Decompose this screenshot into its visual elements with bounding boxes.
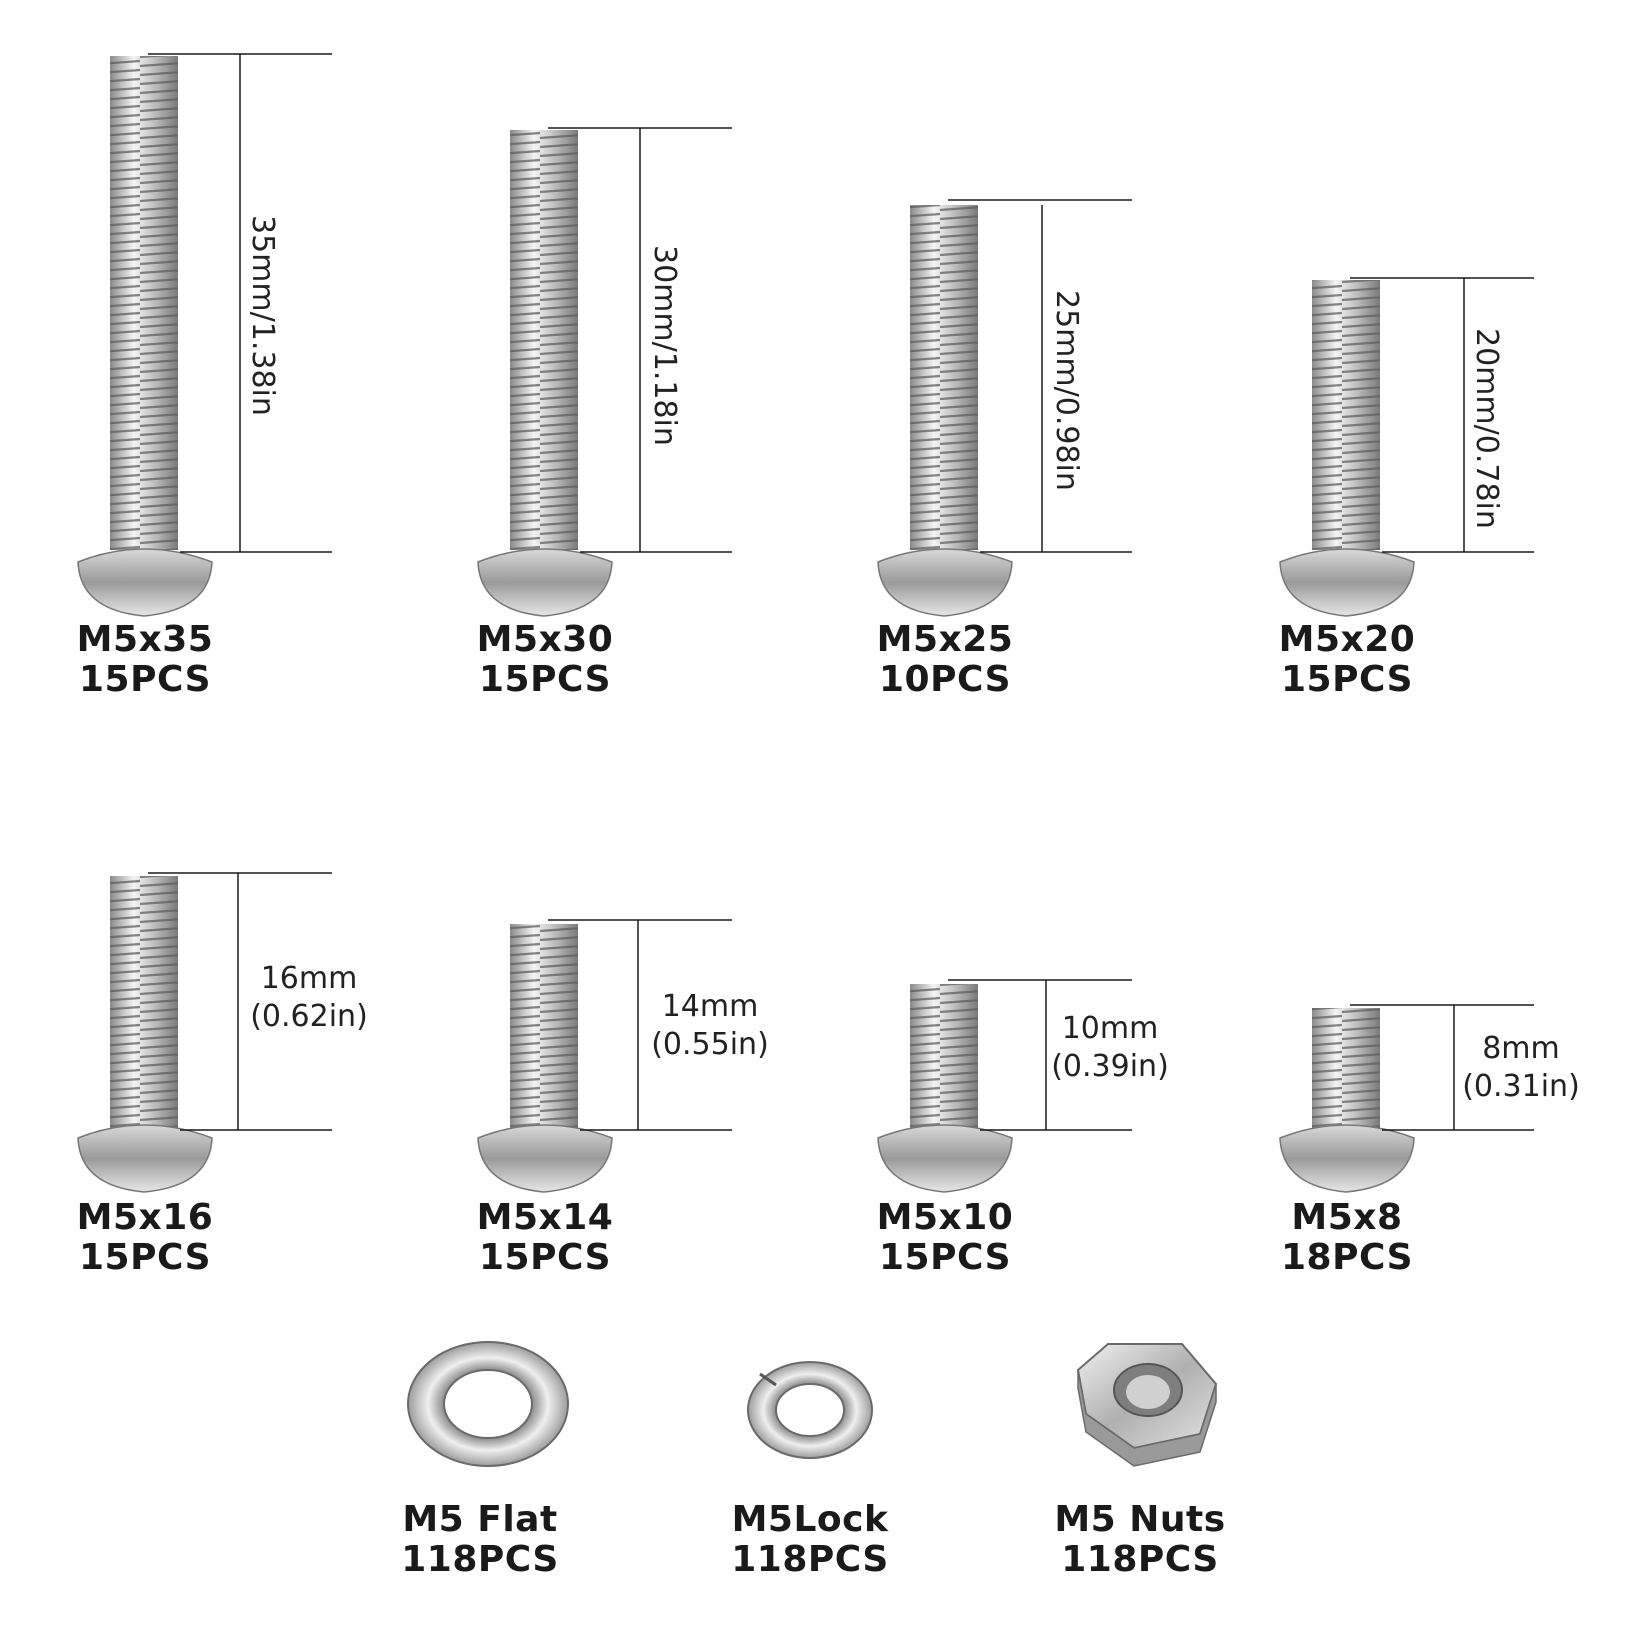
flat-washer-icon xyxy=(407,1341,569,1467)
screw-m5x14-icon xyxy=(477,919,732,1193)
screw-name: M5x35 xyxy=(76,619,214,660)
screw-m5x30-icon xyxy=(477,127,732,617)
dimension-mm-label: 8mm xyxy=(1482,1031,1560,1066)
screw-m5x20-icon xyxy=(1279,277,1534,617)
dimension-mm-label: 16mm xyxy=(260,961,358,996)
dimension-mm-label: 14mm xyxy=(661,989,759,1024)
screw-m5x14: 14mm (0.55in) M5x14 15PCS xyxy=(470,600,790,1280)
dimension-label: 30mm/1.18in xyxy=(647,245,682,446)
screw-qty: 15PCS xyxy=(1281,659,1413,700)
screw-qty: 18PCS xyxy=(1281,1237,1413,1278)
screw-m5x35: 35mm/1.38in M5x35 15PCS xyxy=(70,50,370,730)
dimension-in-label: (0.31in) xyxy=(1462,1069,1580,1104)
hex-nut-icon xyxy=(1076,1343,1218,1467)
screw-name: M5x30 xyxy=(476,619,614,660)
screw-qty: 10PCS xyxy=(879,659,1011,700)
screw-m5x10: 10mm (0.39in) M5x10 15PCS xyxy=(870,600,1190,1280)
screw-name: M5x14 xyxy=(476,1197,614,1238)
screw-m5x25-icon xyxy=(877,199,1132,617)
screw-m5x35-icon xyxy=(77,53,332,617)
screw-qty: 15PCS xyxy=(79,659,211,700)
hardware-lock-washer: M5Lock 118PCS xyxy=(680,1330,940,1590)
dimension-in-label: (0.39in) xyxy=(1051,1049,1169,1084)
hardware-name: M5 Nuts xyxy=(1054,1499,1226,1540)
screw-m5x16-icon xyxy=(77,872,332,1193)
screw-name: M5x16 xyxy=(76,1197,214,1238)
dimension-mm-label: 10mm xyxy=(1061,1011,1159,1046)
screw-qty: 15PCS xyxy=(479,1237,611,1278)
screw-qty: 15PCS xyxy=(879,1237,1011,1278)
screw-m5x25: 25mm/0.98in M5x25 10PCS xyxy=(870,50,1170,730)
dimension-in-label: (0.62in) xyxy=(250,999,368,1034)
screw-name: M5x10 xyxy=(876,1197,1014,1238)
screw-m5x30: 30mm/1.18in M5x30 15PCS xyxy=(470,50,770,730)
dimension-label: 25mm/0.98in xyxy=(1049,290,1084,491)
screw-qty: 15PCS xyxy=(79,1237,211,1278)
screw-qty: 15PCS xyxy=(479,659,611,700)
dimension-label: 20mm/0.78in xyxy=(1469,328,1504,529)
screw-m5x20: 20mm/0.78in M5x20 15PCS xyxy=(1272,50,1572,730)
hardware-qty: 118PCS xyxy=(1061,1539,1219,1580)
hardware-hex-nut: M5 Nuts 118PCS xyxy=(1010,1330,1270,1590)
hardware-name: M5 Flat xyxy=(402,1499,558,1540)
screw-name: M5x8 xyxy=(1291,1197,1403,1238)
lock-washer-icon xyxy=(747,1361,873,1459)
dimension-in-label: (0.55in) xyxy=(651,1027,769,1062)
hardware-name: M5Lock xyxy=(731,1499,889,1540)
dimension-label: 35mm/1.38in xyxy=(245,215,280,416)
screw-name: M5x25 xyxy=(876,619,1014,660)
hardware-flat-washer: M5 Flat 118PCS xyxy=(350,1330,610,1590)
screw-m5x10-icon xyxy=(877,979,1132,1193)
hardware-qty: 118PCS xyxy=(731,1539,889,1580)
screw-m5x16: 16mm (0.62in) M5x16 15PCS xyxy=(70,600,390,1280)
screw-m5x8: 8mm (0.31in) M5x8 18PCS xyxy=(1272,600,1602,1280)
hardware-qty: 118PCS xyxy=(401,1539,559,1580)
screw-m5x8-icon xyxy=(1279,1004,1534,1193)
screw-name: M5x20 xyxy=(1278,619,1416,660)
